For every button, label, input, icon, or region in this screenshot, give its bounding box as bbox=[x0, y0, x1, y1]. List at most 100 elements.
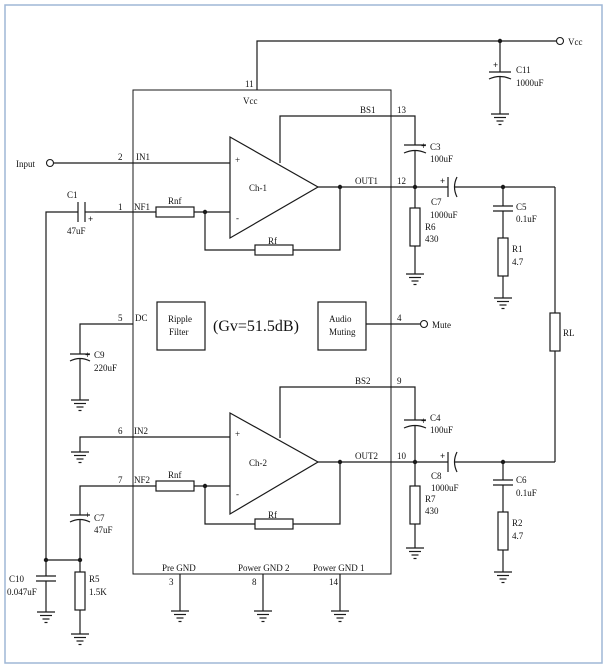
svg-text:Ripple: Ripple bbox=[168, 314, 192, 324]
svg-text:+: + bbox=[235, 155, 240, 165]
vcc-label: Vcc bbox=[568, 37, 583, 47]
ripple-filter-block bbox=[156, 301, 206, 351]
svg-text:12: 12 bbox=[397, 176, 406, 186]
svg-text:Power GND 1: Power GND 1 bbox=[313, 563, 365, 573]
svg-text:47uF: 47uF bbox=[67, 226, 86, 236]
svg-text:0.1uF: 0.1uF bbox=[516, 214, 537, 224]
svg-text:BS2: BS2 bbox=[355, 376, 371, 386]
ic-vcc-label: Vcc bbox=[243, 96, 258, 106]
audio-muting-block bbox=[317, 301, 367, 351]
ch1-amplifier bbox=[229, 135, 320, 240]
gain-label: (Gv=51.5dB) bbox=[213, 318, 299, 335]
svg-text:+: + bbox=[421, 416, 426, 426]
outer-border bbox=[4, 4, 603, 664]
svg-text:BS1: BS1 bbox=[360, 105, 376, 115]
svg-text:5: 5 bbox=[118, 313, 123, 323]
svg-text:+: + bbox=[493, 60, 498, 70]
svg-text:R2: R2 bbox=[512, 518, 523, 528]
svg-text:Rf: Rf bbox=[268, 510, 277, 520]
svg-text:C8: C8 bbox=[431, 471, 442, 481]
svg-text:9: 9 bbox=[397, 376, 402, 386]
rf1-resistor bbox=[254, 244, 294, 256]
svg-text:C1: C1 bbox=[67, 190, 78, 200]
ch2-amplifier bbox=[229, 411, 320, 516]
svg-text:+: + bbox=[440, 176, 445, 186]
svg-text:OUT2: OUT2 bbox=[355, 451, 378, 461]
r5-resistor bbox=[74, 571, 86, 611]
svg-text:13: 13 bbox=[397, 105, 407, 115]
ch1-label: Ch-1 bbox=[249, 183, 267, 193]
svg-text:0.1uF: 0.1uF bbox=[516, 488, 537, 498]
svg-text:DC: DC bbox=[135, 313, 148, 323]
svg-text:0.047uF: 0.047uF bbox=[7, 587, 37, 597]
svg-text:8: 8 bbox=[252, 577, 257, 587]
c11-value: 1000uF bbox=[516, 78, 544, 88]
svg-text:+: + bbox=[88, 214, 93, 224]
svg-text:C10: C10 bbox=[9, 574, 25, 584]
rl-resistor bbox=[549, 312, 561, 352]
svg-text:7: 7 bbox=[118, 475, 123, 485]
r2-resistor bbox=[497, 511, 509, 551]
svg-text:430: 430 bbox=[425, 506, 439, 516]
svg-text:10: 10 bbox=[397, 451, 407, 461]
svg-text:4: 4 bbox=[397, 313, 402, 323]
input-terminal bbox=[45, 158, 55, 168]
rnf1-resistor bbox=[155, 206, 195, 218]
input-label: Input bbox=[16, 159, 35, 169]
svg-text:C4: C4 bbox=[430, 413, 441, 423]
r7-resistor bbox=[409, 485, 421, 525]
svg-text:NF2: NF2 bbox=[134, 475, 150, 485]
svg-text:-: - bbox=[236, 213, 239, 223]
svg-text:R1: R1 bbox=[512, 244, 523, 254]
svg-text:Rnf: Rnf bbox=[168, 470, 182, 480]
svg-text:C6: C6 bbox=[516, 475, 527, 485]
svg-text:+: + bbox=[235, 429, 240, 439]
svg-text:Muting: Muting bbox=[329, 327, 356, 337]
r1-resistor bbox=[497, 237, 509, 277]
svg-text:+: + bbox=[85, 510, 90, 520]
mute-terminal bbox=[419, 319, 429, 329]
svg-text:4.7: 4.7 bbox=[512, 531, 524, 541]
svg-text:C5: C5 bbox=[516, 202, 527, 212]
svg-text:11: 11 bbox=[245, 79, 254, 89]
ic-body bbox=[132, 89, 392, 575]
svg-text:+: + bbox=[421, 141, 426, 151]
svg-text:Pre GND: Pre GND bbox=[162, 563, 196, 573]
mute-label: Mute bbox=[432, 320, 451, 330]
svg-text:3: 3 bbox=[169, 577, 174, 587]
svg-text:1: 1 bbox=[118, 202, 123, 212]
svg-text:1000uF: 1000uF bbox=[431, 483, 459, 493]
ch2-label: Ch-2 bbox=[249, 458, 267, 468]
svg-text:2: 2 bbox=[118, 152, 123, 162]
svg-text:430: 430 bbox=[425, 234, 439, 244]
svg-text:OUT1: OUT1 bbox=[355, 176, 378, 186]
svg-text:C7: C7 bbox=[431, 197, 442, 207]
svg-text:100uF: 100uF bbox=[430, 425, 453, 435]
svg-text:6: 6 bbox=[118, 426, 123, 436]
c11-name: C11 bbox=[516, 65, 531, 75]
vcc-terminal bbox=[555, 36, 565, 46]
svg-text:+: + bbox=[85, 350, 90, 360]
svg-text:C7: C7 bbox=[94, 513, 105, 523]
svg-text:47uF: 47uF bbox=[94, 525, 113, 535]
svg-text:C9: C9 bbox=[94, 350, 105, 360]
svg-text:+: + bbox=[440, 451, 445, 461]
svg-text:NF1: NF1 bbox=[134, 202, 150, 212]
svg-text:14: 14 bbox=[329, 577, 339, 587]
svg-text:Audio: Audio bbox=[329, 314, 352, 324]
svg-text:-: - bbox=[236, 489, 239, 499]
svg-text:Rf: Rf bbox=[268, 236, 277, 246]
vcc-rail bbox=[256, 36, 565, 126]
svg-text:R7: R7 bbox=[425, 494, 436, 504]
svg-text:Power GND 2: Power GND 2 bbox=[238, 563, 290, 573]
r6-resistor bbox=[409, 207, 421, 247]
svg-text:RL: RL bbox=[563, 328, 575, 338]
svg-text:IN2: IN2 bbox=[134, 426, 148, 436]
svg-text:R6: R6 bbox=[425, 222, 436, 232]
svg-text:220uF: 220uF bbox=[94, 363, 117, 373]
svg-text:R5: R5 bbox=[89, 574, 100, 584]
svg-text:Filter: Filter bbox=[169, 327, 189, 337]
svg-text:4.7: 4.7 bbox=[512, 257, 524, 267]
